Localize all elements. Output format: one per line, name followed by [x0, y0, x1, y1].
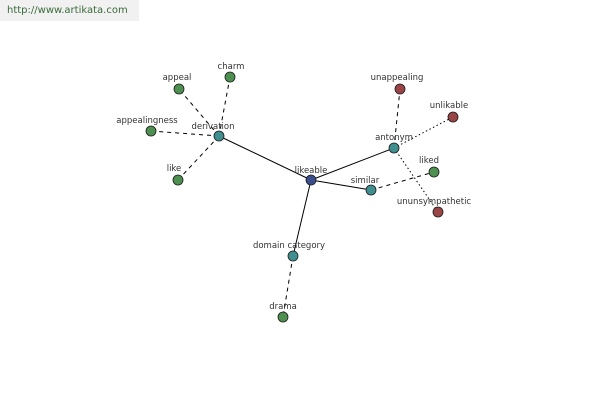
edge-derivation-like [177, 135, 220, 181]
node-likeable[interactable]: likeable [295, 166, 328, 186]
node-derivation[interactable]: derivation [191, 122, 235, 142]
site-url-link[interactable]: http://www.artikata.com [7, 5, 128, 16]
node-antonym[interactable]: antonym [375, 133, 413, 154]
edge-likeable-similar [310, 179, 372, 191]
node-domain-category[interactable]: domain category [253, 241, 325, 262]
node-dot-appeal[interactable] [173, 83, 185, 95]
node-dot-derivation[interactable] [213, 130, 225, 142]
node-label-charm[interactable]: charm [218, 62, 245, 72]
node-label-drama[interactable]: drama [269, 302, 297, 312]
node-label-unappealing[interactable]: unappealing [371, 73, 424, 83]
node-unlikable[interactable]: unlikable [430, 101, 468, 123]
node-drama[interactable]: drama [269, 302, 297, 323]
edge-derivation-appealingness [150, 130, 220, 137]
node-label-liked[interactable]: liked [419, 156, 439, 166]
edge-similar-liked [370, 171, 435, 191]
node-label-antonym[interactable]: antonym [375, 133, 413, 143]
site-url-bar: http://www.artikata.com [0, 0, 139, 21]
node-unappealing[interactable]: unappealing [371, 73, 424, 95]
node-dot-charm[interactable] [224, 71, 236, 83]
node-label-likeable[interactable]: likeable [295, 166, 328, 176]
node-charm[interactable]: charm [218, 62, 245, 83]
node-label-unlikable[interactable]: unlikable [430, 101, 468, 111]
edge-antonym-unappealing [393, 88, 401, 149]
edge-likeable-antonym [310, 147, 395, 181]
node-dot-liked[interactable] [428, 166, 440, 178]
node-label-ununsympathetic[interactable]: ununsympathetic [397, 197, 472, 207]
node-dot-unappealing[interactable] [394, 83, 406, 95]
edge-derivation-appeal [178, 88, 220, 137]
node-similar[interactable]: similar [351, 176, 380, 196]
node-ununsympathetic[interactable]: ununsympathetic [397, 197, 472, 218]
edge-domain-category-drama [282, 255, 294, 318]
graph-nodes: likeable derivation antonym similar domain c… [116, 62, 472, 323]
node-label-derivation[interactable]: derivation [191, 122, 234, 132]
node-label-appeal[interactable]: appeal [163, 73, 192, 83]
edge-antonym-ununsympathetic [393, 147, 439, 213]
node-dot-domain-category[interactable] [287, 250, 299, 262]
node-liked[interactable]: liked [419, 156, 440, 178]
edge-derivation-charm [218, 76, 231, 137]
node-dot-drama[interactable] [277, 311, 289, 323]
node-dot-similar[interactable] [365, 184, 377, 196]
node-dot-likeable[interactable] [305, 174, 317, 186]
edge-likeable-domain-category [292, 179, 312, 257]
graph-edges [150, 76, 454, 318]
node-appealingness[interactable]: appealingness [116, 116, 178, 137]
node-label-similar[interactable]: similar [351, 176, 380, 186]
node-appeal[interactable]: appeal [163, 73, 192, 95]
node-label-domain-category[interactable]: domain category [253, 241, 325, 251]
node-label-like[interactable]: like [167, 164, 182, 174]
node-dot-antonym[interactable] [388, 142, 400, 154]
node-dot-like[interactable] [172, 174, 184, 186]
edge-antonym-unlikable [393, 116, 454, 149]
node-dot-appealingness[interactable] [145, 125, 157, 137]
node-dot-ununsympathetic[interactable] [432, 206, 444, 218]
node-label-appealingness[interactable]: appealingness [116, 116, 178, 126]
edge-likeable-derivation [218, 135, 312, 181]
node-dot-unlikable[interactable] [447, 111, 459, 123]
node-like[interactable]: like [167, 164, 184, 186]
